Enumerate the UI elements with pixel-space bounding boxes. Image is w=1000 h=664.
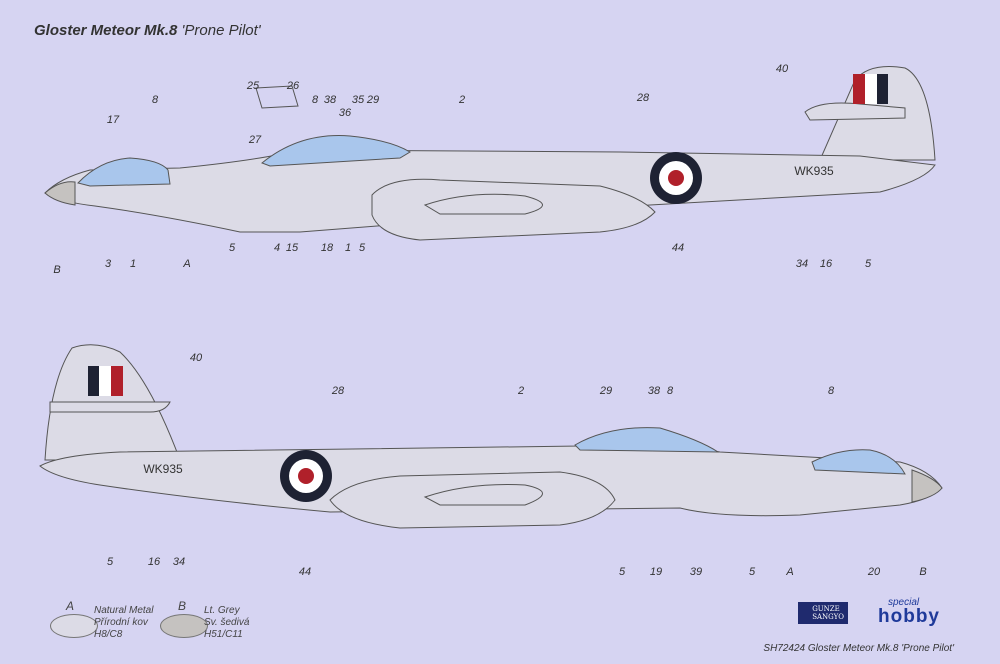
callout-label: 38 [323,94,337,106]
aircraft-left-side [44,66,936,241]
color-swatch [160,614,208,638]
aircraft-right-side [39,344,943,529]
callout-label: 25 [246,80,260,92]
fin-flash-white [99,366,111,396]
callout-label: 28 [331,385,345,397]
callout-label: 36 [338,107,352,119]
nose-cone [44,181,76,206]
legend-line: Natural Metal [94,605,154,616]
callout-label: 34 [795,258,809,270]
callout-label: B [53,264,61,276]
tailplane [49,401,171,413]
logo-text: GUNZE [812,605,840,613]
legend-letter: B [178,599,187,613]
logo-text: special [888,597,920,608]
callout-label: 16 [819,258,833,270]
callout-label: 35 [351,94,365,106]
color-swatch [50,614,98,638]
callout-label: 5 [106,556,114,568]
callout-label: 29 [366,94,380,106]
fin-flash-blue [877,74,888,104]
serial-bottom: WK935 [143,462,183,476]
nose-cone [911,469,943,503]
callout-label: 3 [104,258,112,270]
callout-label: A [183,258,191,270]
callout-label: 17 [106,114,120,126]
callout-label: 1 [344,242,352,254]
callout-label: 8 [151,94,159,106]
callout-label: B [919,566,927,578]
logo-text: hobby [878,606,940,627]
wing-fairing [423,193,543,215]
wing-fairing [423,484,543,506]
main-canopy [261,135,411,167]
fin-flash-blue [88,366,99,396]
callout-label: 8 [827,385,835,397]
callout-label: 4 [273,242,281,254]
roundel-red [668,170,684,186]
legend-line: H51/C11 [204,629,243,640]
antenna-detail [255,85,299,109]
legend-line: Sv. šedivá [204,617,250,628]
callout-label: 5 [228,242,236,254]
callout-label: 44 [298,566,312,578]
logo-text: SANGYO [812,613,844,621]
legend-line: Přírodní kov [94,617,148,628]
legend-b: B Lt. Grey Sv. šedivá H51/C11 [160,600,280,650]
callout-label: 5 [618,566,626,578]
callout-label: 2 [517,385,525,397]
callout-label: 5 [864,258,872,270]
front-canopy [77,157,171,187]
legend-line: H8/C8 [94,629,123,640]
callout-label: 16 [147,556,161,568]
callout-label: 1 [129,258,137,270]
callout-label: 39 [689,566,703,578]
fin-flash-red [111,366,123,396]
title-sub: 'Prone Pilot' [181,22,261,39]
callout-label: 8 [311,94,319,106]
callout-label: 20 [867,566,881,578]
page-title: Gloster Meteor Mk.8 'Prone Pilot' [34,22,261,39]
callout-label: 27 [248,134,262,146]
callout-label: 28 [636,92,650,104]
callout-label: 5 [358,242,366,254]
callout-label: 40 [189,352,203,364]
main-canopy [574,427,720,453]
callout-label: 19 [649,566,663,578]
front-canopy [811,449,906,475]
callout-label: 8 [666,385,674,397]
legend-letter: A [66,599,75,613]
legend-a: A Natural Metal Přírodní kov H8/C8 [50,600,170,650]
callout-label: 18 [320,242,334,254]
callout-label: 29 [599,385,613,397]
fin-flash-white [865,74,877,104]
callout-label: 40 [775,63,789,75]
roundel-red [298,468,314,484]
callout-label: 5 [748,566,756,578]
footer-caption: SH72424 Gloster Meteor Mk.8 'Prone Pilot… [763,643,954,654]
callout-label: 44 [671,242,685,254]
callout-label: A [786,566,794,578]
callout-label: 15 [285,242,299,254]
fin-flash-red [853,74,865,104]
legend-line: Lt. Grey [204,605,240,616]
serial-top: WK935 [794,164,834,178]
title-main: Gloster Meteor Mk.8 [34,22,178,39]
callout-label: 2 [458,94,466,106]
callout-label: 38 [647,385,661,397]
tailplane [804,102,906,121]
callout-label: 26 [286,80,300,92]
callout-label: 34 [172,556,186,568]
